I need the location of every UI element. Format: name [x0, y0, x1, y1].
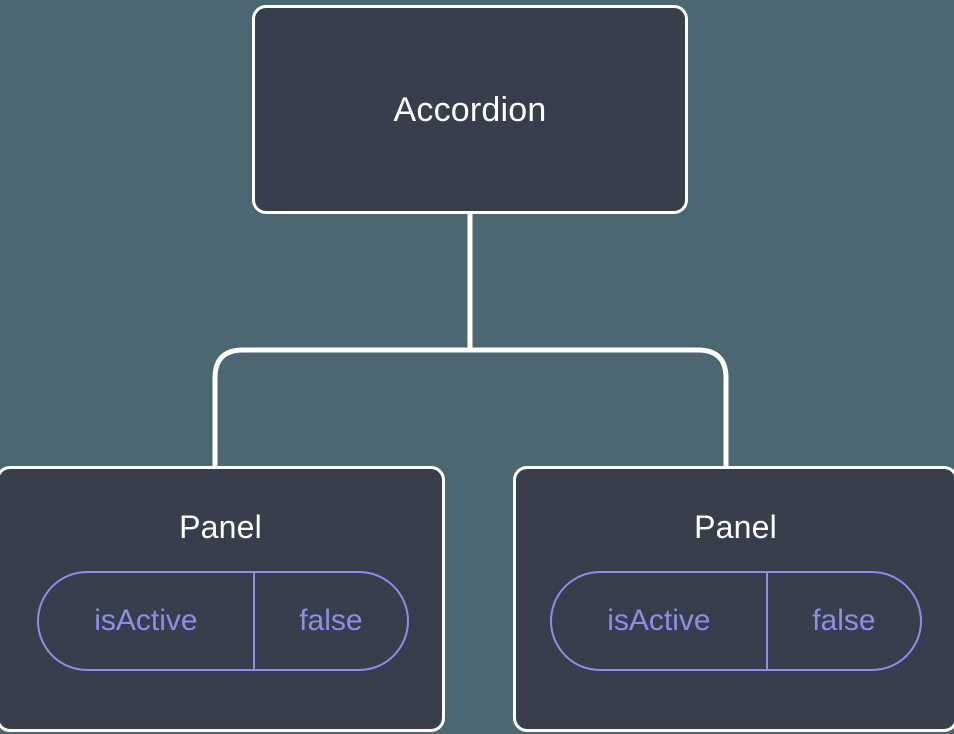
state-badge-panel-0-value: false	[299, 604, 363, 637]
tree-node-panel-1[interactable]: Panel isActive false	[513, 466, 954, 732]
edge-to-panel-0	[212, 347, 470, 470]
state-badge-panel-1-key: isActive	[552, 573, 769, 669]
tree-node-panel-0[interactable]: Panel isActive false	[0, 466, 445, 732]
edge-to-panel-1	[470, 347, 729, 470]
state-badge-panel-1[interactable]: isActive false	[549, 571, 922, 671]
state-badge-panel-0[interactable]: isActive false	[36, 571, 409, 671]
tree-node-accordion-label: Accordion	[393, 90, 547, 129]
tree-node-panel-1-label: Panel	[694, 509, 777, 545]
tree-node-panel-0-label: Panel	[179, 509, 262, 545]
tree-node-accordion[interactable]: Accordion	[252, 5, 688, 214]
state-badge-panel-0-key: isActive	[39, 573, 256, 669]
state-badge-panel-1-value: false	[812, 604, 876, 637]
